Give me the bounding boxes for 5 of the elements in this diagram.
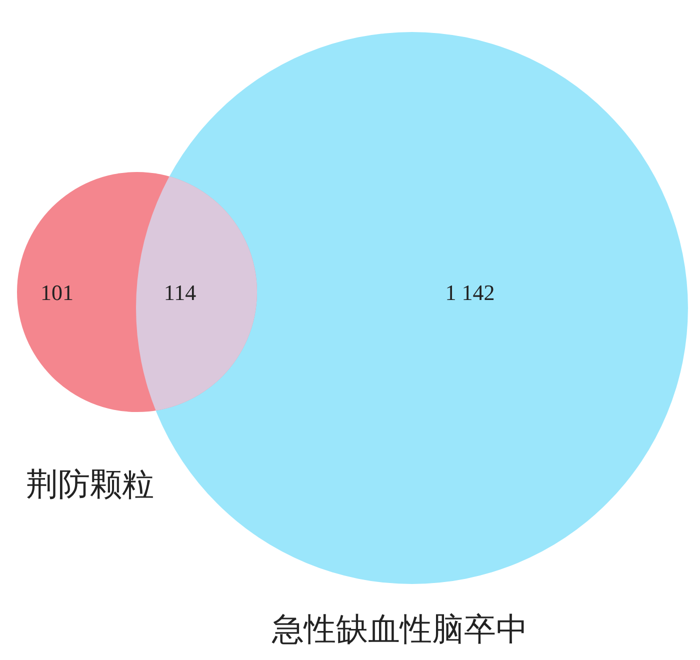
count-label: 101 xyxy=(40,280,74,306)
count-label: 114 xyxy=(164,280,196,306)
set-label: 急性缺血性脑卒中 xyxy=(272,609,528,650)
set-label: 荆防颗粒 xyxy=(26,464,154,505)
count-label: 1 142 xyxy=(445,280,495,306)
